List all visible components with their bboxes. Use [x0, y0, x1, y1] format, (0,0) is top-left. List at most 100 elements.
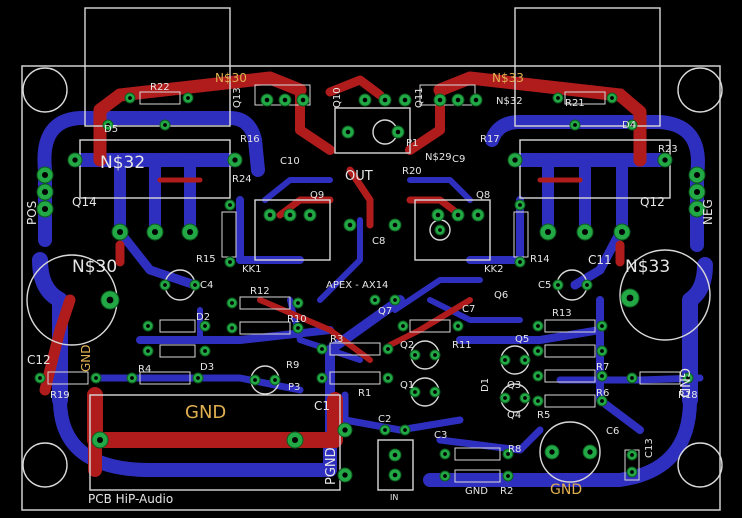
- drill-hole: [433, 353, 437, 357]
- drill-hole: [413, 390, 417, 394]
- part-label: Q13: [232, 87, 243, 108]
- part-label: R2: [500, 486, 513, 497]
- drill-hole: [506, 452, 510, 456]
- drill-hole: [186, 228, 194, 236]
- net-label: NEG: [701, 199, 715, 225]
- net-label: N$32: [100, 153, 145, 173]
- drill-hole: [506, 474, 510, 478]
- drill-hole: [264, 97, 270, 103]
- part-label: Q14: [72, 195, 97, 209]
- drill-hole: [693, 171, 701, 179]
- part-label: R22: [150, 82, 170, 93]
- part-label: R23: [658, 144, 678, 155]
- drill-hole: [473, 97, 479, 103]
- part-label: C13: [644, 438, 655, 458]
- part-label: Q1: [400, 380, 414, 391]
- part-label: R18: [678, 390, 698, 401]
- drill-hole: [203, 324, 207, 328]
- drill-hole: [395, 129, 401, 135]
- part-label: Q11: [414, 87, 425, 108]
- drill-hole: [106, 123, 110, 127]
- drill-hole: [362, 97, 368, 103]
- part-label: Q2: [400, 340, 414, 351]
- drill-hole: [230, 301, 234, 305]
- part-label: D3: [200, 362, 214, 373]
- part-label: C10: [280, 156, 300, 167]
- part-label: R7: [596, 362, 609, 373]
- part-label: R13: [552, 308, 572, 319]
- part-label: R5: [537, 410, 550, 421]
- drill-hole: [300, 97, 306, 103]
- drill-hole: [443, 452, 447, 456]
- drill-hole: [196, 376, 200, 380]
- part-label: Q6: [494, 290, 508, 301]
- part-label: D4: [622, 120, 636, 131]
- drill-hole: [585, 283, 589, 287]
- part-label: D2: [196, 312, 210, 323]
- part-label: C3: [434, 430, 447, 441]
- net-label: N$33: [625, 257, 670, 277]
- drill-hole: [291, 436, 299, 444]
- drill-hole: [383, 428, 387, 432]
- part-label: R24: [232, 174, 252, 185]
- drill-hole: [626, 294, 634, 302]
- part-label: Q7: [378, 306, 392, 317]
- drill-hole: [475, 212, 481, 218]
- drill-hole: [523, 358, 527, 362]
- drill-hole: [630, 376, 634, 380]
- part-label: C9: [452, 154, 465, 165]
- net-label: GND: [185, 402, 226, 423]
- drill-hole: [433, 390, 437, 394]
- part-label: Q9: [310, 190, 324, 201]
- drill-hole: [128, 96, 132, 100]
- drill-hole: [401, 324, 405, 328]
- drill-hole: [618, 228, 626, 236]
- part-label: C5: [538, 280, 551, 291]
- net-label: N$30: [72, 257, 117, 277]
- drill-hole: [581, 228, 589, 236]
- part-label: R12: [250, 286, 270, 297]
- drill-hole: [600, 399, 604, 403]
- drill-hole: [600, 324, 604, 328]
- drill-hole: [253, 378, 257, 382]
- drill-hole: [455, 97, 461, 103]
- board-footer: PCB HiP-Audio: [88, 492, 173, 506]
- part-label: D1: [480, 378, 491, 392]
- part-label: R17: [480, 134, 500, 145]
- drill-hole: [549, 449, 555, 455]
- drill-hole: [600, 349, 604, 353]
- board-outline: [21, 65, 721, 511]
- part-label: P3: [288, 382, 300, 393]
- drill-hole: [556, 96, 560, 100]
- part-label: R3: [330, 334, 343, 345]
- part-label: P1: [406, 138, 418, 149]
- drill-hole: [273, 378, 277, 382]
- drill-hole: [536, 324, 540, 328]
- board-title: APEX - AX14: [326, 280, 388, 291]
- part-label: C1: [314, 399, 330, 413]
- drill-hole: [386, 347, 390, 351]
- drill-hole: [146, 349, 150, 353]
- drill-hole: [693, 205, 701, 213]
- net-label: N$29: [425, 152, 452, 163]
- drill-hole: [393, 298, 397, 302]
- part-label: KK2: [484, 264, 503, 275]
- drill-hole: [630, 453, 634, 457]
- part-label: Q12: [640, 195, 665, 209]
- drill-hole: [163, 123, 167, 127]
- net-label: PGND: [324, 447, 339, 485]
- part-label: KK1: [242, 264, 261, 275]
- drill-hole: [116, 228, 124, 236]
- drill-hole: [544, 228, 552, 236]
- part-label: R15: [196, 254, 216, 265]
- part-label: C11: [588, 253, 612, 267]
- net-label: GND: [676, 368, 691, 398]
- part-label: R11: [452, 340, 472, 351]
- drill-hole: [630, 123, 634, 127]
- drill-hole: [518, 203, 522, 207]
- drill-hole: [403, 428, 407, 432]
- drill-hole: [296, 301, 300, 305]
- drill-hole: [347, 222, 353, 228]
- drill-hole: [41, 171, 49, 179]
